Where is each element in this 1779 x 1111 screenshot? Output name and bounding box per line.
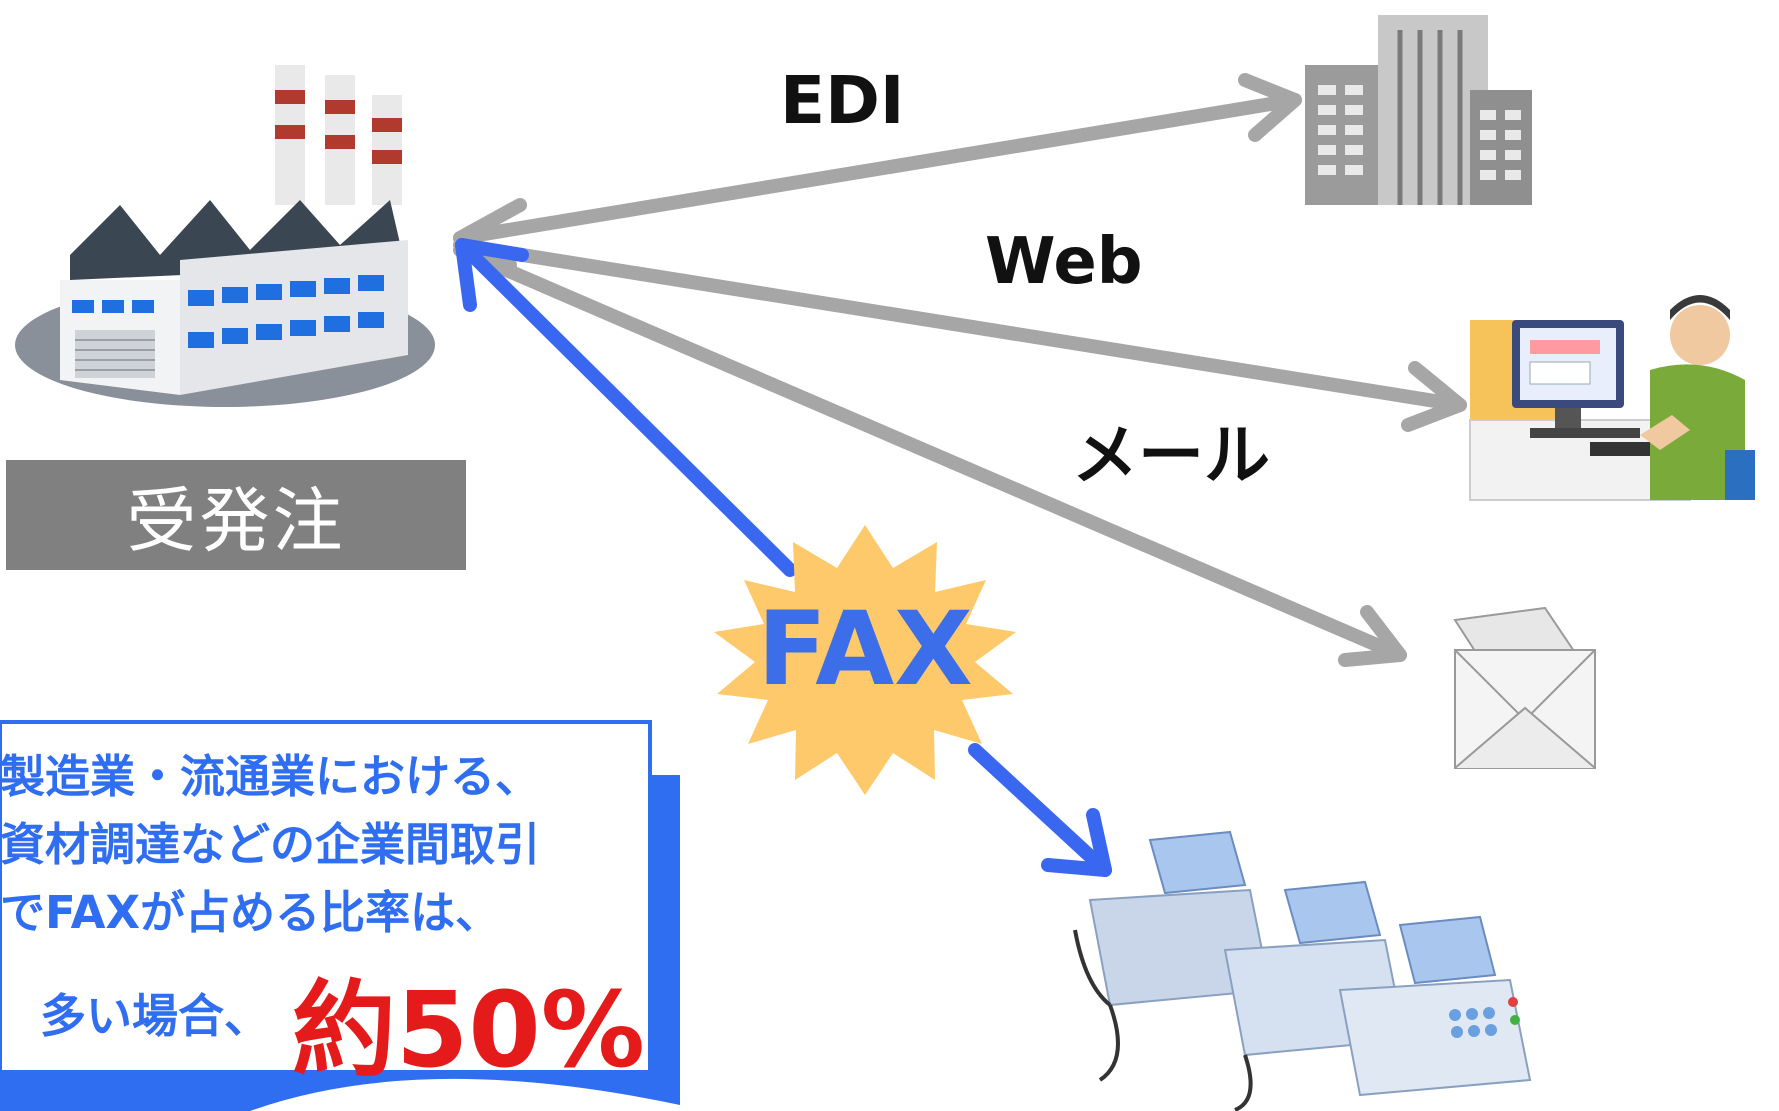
mail-label: メール (1072, 417, 1270, 494)
envelope-icon (1453, 606, 1596, 769)
fax-label: FAX (757, 590, 973, 709)
note-line-1: 製造業・流通業における、 (0, 750, 541, 803)
mail-arrow (453, 243, 1407, 667)
fax-arrow-to-factory (455, 238, 797, 577)
note-highlight-percentage: 約50% (292, 969, 645, 1091)
order-caption-box: 受発注 (6, 460, 466, 570)
fax-arrow-to-machines (968, 743, 1112, 877)
fax-machines-icon (1073, 830, 1532, 1111)
edi-label: EDI (780, 62, 905, 139)
fax-burst-shape (714, 525, 1016, 795)
note-line-3: でFAXが占める比率は、 (0, 886, 501, 939)
note-line-2: 資材調達などの企業間取引 (0, 818, 541, 871)
web-label: Web (985, 225, 1143, 299)
pc-user-icon (1469, 295, 1755, 501)
note-line-4: 多い場合、 (40, 989, 270, 1043)
office-building-icon (1305, 15, 1532, 205)
order-caption-text: 受発注 (126, 479, 346, 562)
factory-icon (15, 65, 435, 407)
web-arrow (453, 238, 1467, 432)
note-callout-shape (0, 720, 680, 1111)
